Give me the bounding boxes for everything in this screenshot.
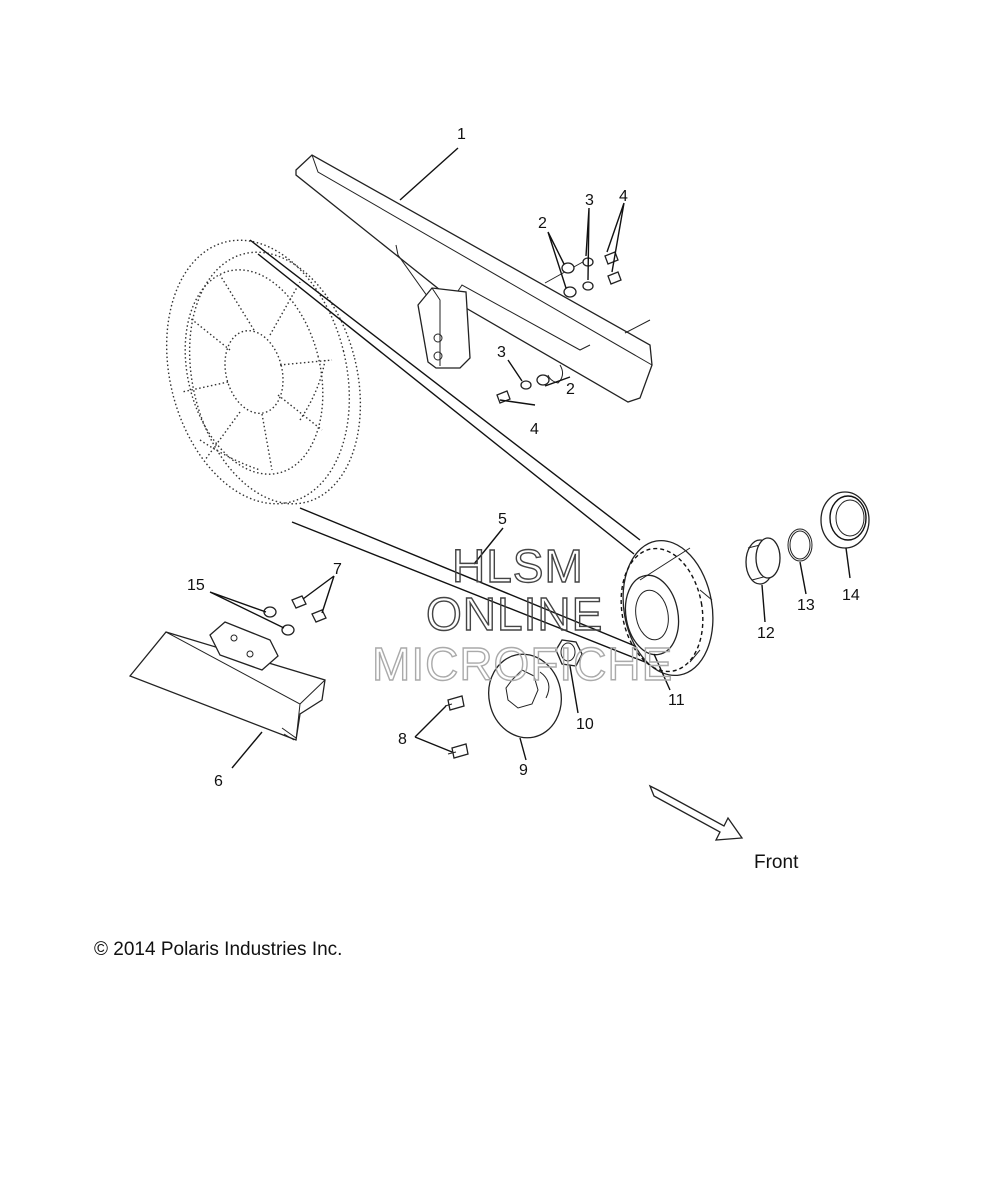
bolt-part-8-lower <box>447 743 469 759</box>
drive-belt <box>249 239 651 665</box>
callout-5: 5 <box>498 511 507 528</box>
o-ring-part-13 <box>787 528 813 562</box>
callout-3-lower: 3 <box>497 344 506 361</box>
fasteners-part-7 <box>291 595 327 623</box>
front-sprocket <box>620 539 714 677</box>
spacer-part-12 <box>745 537 781 585</box>
callout-6: 6 <box>214 773 223 790</box>
seal-part-14 <box>820 491 870 549</box>
lower-belt-guard <box>128 621 326 741</box>
callout-8: 8 <box>398 731 407 748</box>
callout-3-upper: 3 <box>585 192 594 209</box>
callout-2-lower: 2 <box>566 381 575 398</box>
callout-10: 10 <box>576 716 594 733</box>
front-label: Front <box>754 852 799 873</box>
callout-4-lower: 4 <box>530 421 539 438</box>
callout-11: 11 <box>668 692 685 709</box>
leader-lines <box>209 147 851 769</box>
callout-9: 9 <box>519 762 528 779</box>
callout-15: 15 <box>187 577 205 594</box>
callout-4-upper: 4 <box>619 188 628 205</box>
callout-13: 13 <box>797 597 815 614</box>
watermark-line-1: HLSM <box>452 540 584 592</box>
callout-1: 1 <box>457 126 466 143</box>
nuts-part-15 <box>263 606 295 636</box>
copyright-text: © 2014 Polaris Industries Inc. <box>94 939 342 960</box>
belt-guard <box>295 154 653 403</box>
callout-7: 7 <box>333 561 342 578</box>
callout-labels: 1 2 3 4 3 4 2 5 7 15 6 8 9 10 11 12 13 1… <box>187 126 860 790</box>
rear-pulley <box>165 239 362 505</box>
nut-part-10 <box>555 639 583 667</box>
watermark-line-2: ONLINE <box>426 588 603 640</box>
callout-12: 12 <box>757 625 775 642</box>
watermark-line-3: MICROFICHE <box>372 638 673 690</box>
lock-plate-part-9 <box>488 653 562 739</box>
front-direction-arrow <box>648 784 744 841</box>
callout-2-upper: 2 <box>538 215 547 232</box>
callout-14: 14 <box>842 587 860 604</box>
bolt-part-8-upper <box>444 695 465 711</box>
